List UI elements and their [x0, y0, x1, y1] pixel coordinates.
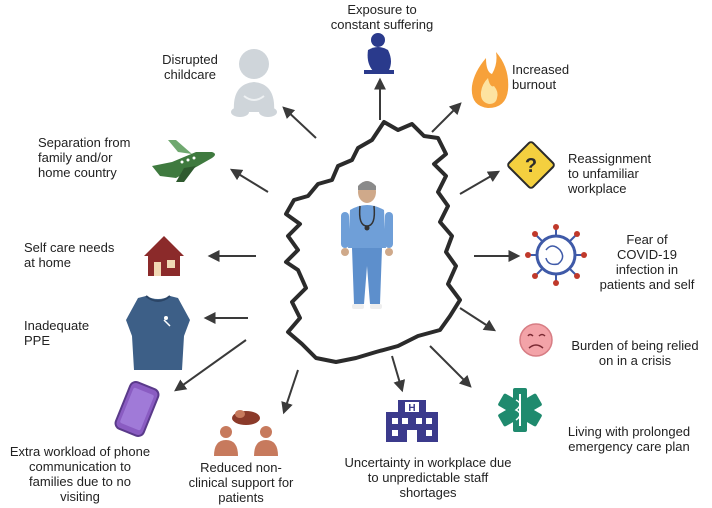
- arrow-burden: [459, 307, 497, 332]
- label-reduced-support: Reduced non- clinical support for patien…: [188, 460, 294, 505]
- hospital-icon: H: [386, 400, 438, 442]
- island-outline: [284, 120, 462, 364]
- arrow-uncertainty: [391, 355, 406, 393]
- arrow-separation: [229, 168, 269, 193]
- label-emergency-plan: Living with prolonged emergency care pla…: [567, 424, 691, 454]
- sad-face-icon: [519, 323, 553, 357]
- label-covid-fear: Fear of COVID-19 infection in patients a…: [599, 232, 695, 292]
- mobile-phone-icon: [114, 381, 160, 437]
- baby-icon: [231, 49, 277, 117]
- arrow-reduced-support: [281, 369, 299, 415]
- label-self-care: Self care needs at home: [24, 240, 115, 270]
- virus-icon: [525, 224, 587, 286]
- house-icon: [144, 236, 184, 276]
- label-burden: Burden of being relied on in a crisis: [571, 338, 699, 368]
- arrows: [174, 77, 521, 415]
- arrow-childcare: [282, 106, 317, 139]
- label-exposure: Exposure to constant suffering: [330, 2, 434, 32]
- label-childcare: Disrupted childcare: [162, 52, 218, 82]
- label-reassignment: Reassignment to unfamiliar workplace: [568, 151, 652, 196]
- flame-icon: [471, 52, 509, 108]
- star-of-life-icon: [498, 388, 542, 432]
- distressed-person-icon: [364, 33, 394, 74]
- arrow-reassignment: [459, 170, 501, 195]
- arrow-emergency: [429, 345, 472, 388]
- healthcare-worker-icon: [341, 181, 393, 309]
- label-burnout: Increased burnout: [512, 62, 570, 92]
- label-ppe: Inadequate PPE: [24, 318, 90, 348]
- warning-question-sign-icon: ?: [507, 141, 555, 189]
- label-uncertainty: Uncertainty in workplace due to unpredic…: [344, 455, 512, 500]
- svg-text:H: H: [408, 403, 415, 414]
- gown-icon: [126, 295, 190, 370]
- airplane-icon: [152, 140, 215, 182]
- arrow-burnout: [431, 102, 462, 133]
- label-phone-workload: Extra workload of phone communication to…: [9, 444, 151, 504]
- svg-text:?: ?: [525, 155, 537, 177]
- arrow-phone: [174, 339, 247, 392]
- conversation-people-icon: [214, 410, 278, 456]
- label-separation: Separation from family and/or home count…: [38, 135, 131, 180]
